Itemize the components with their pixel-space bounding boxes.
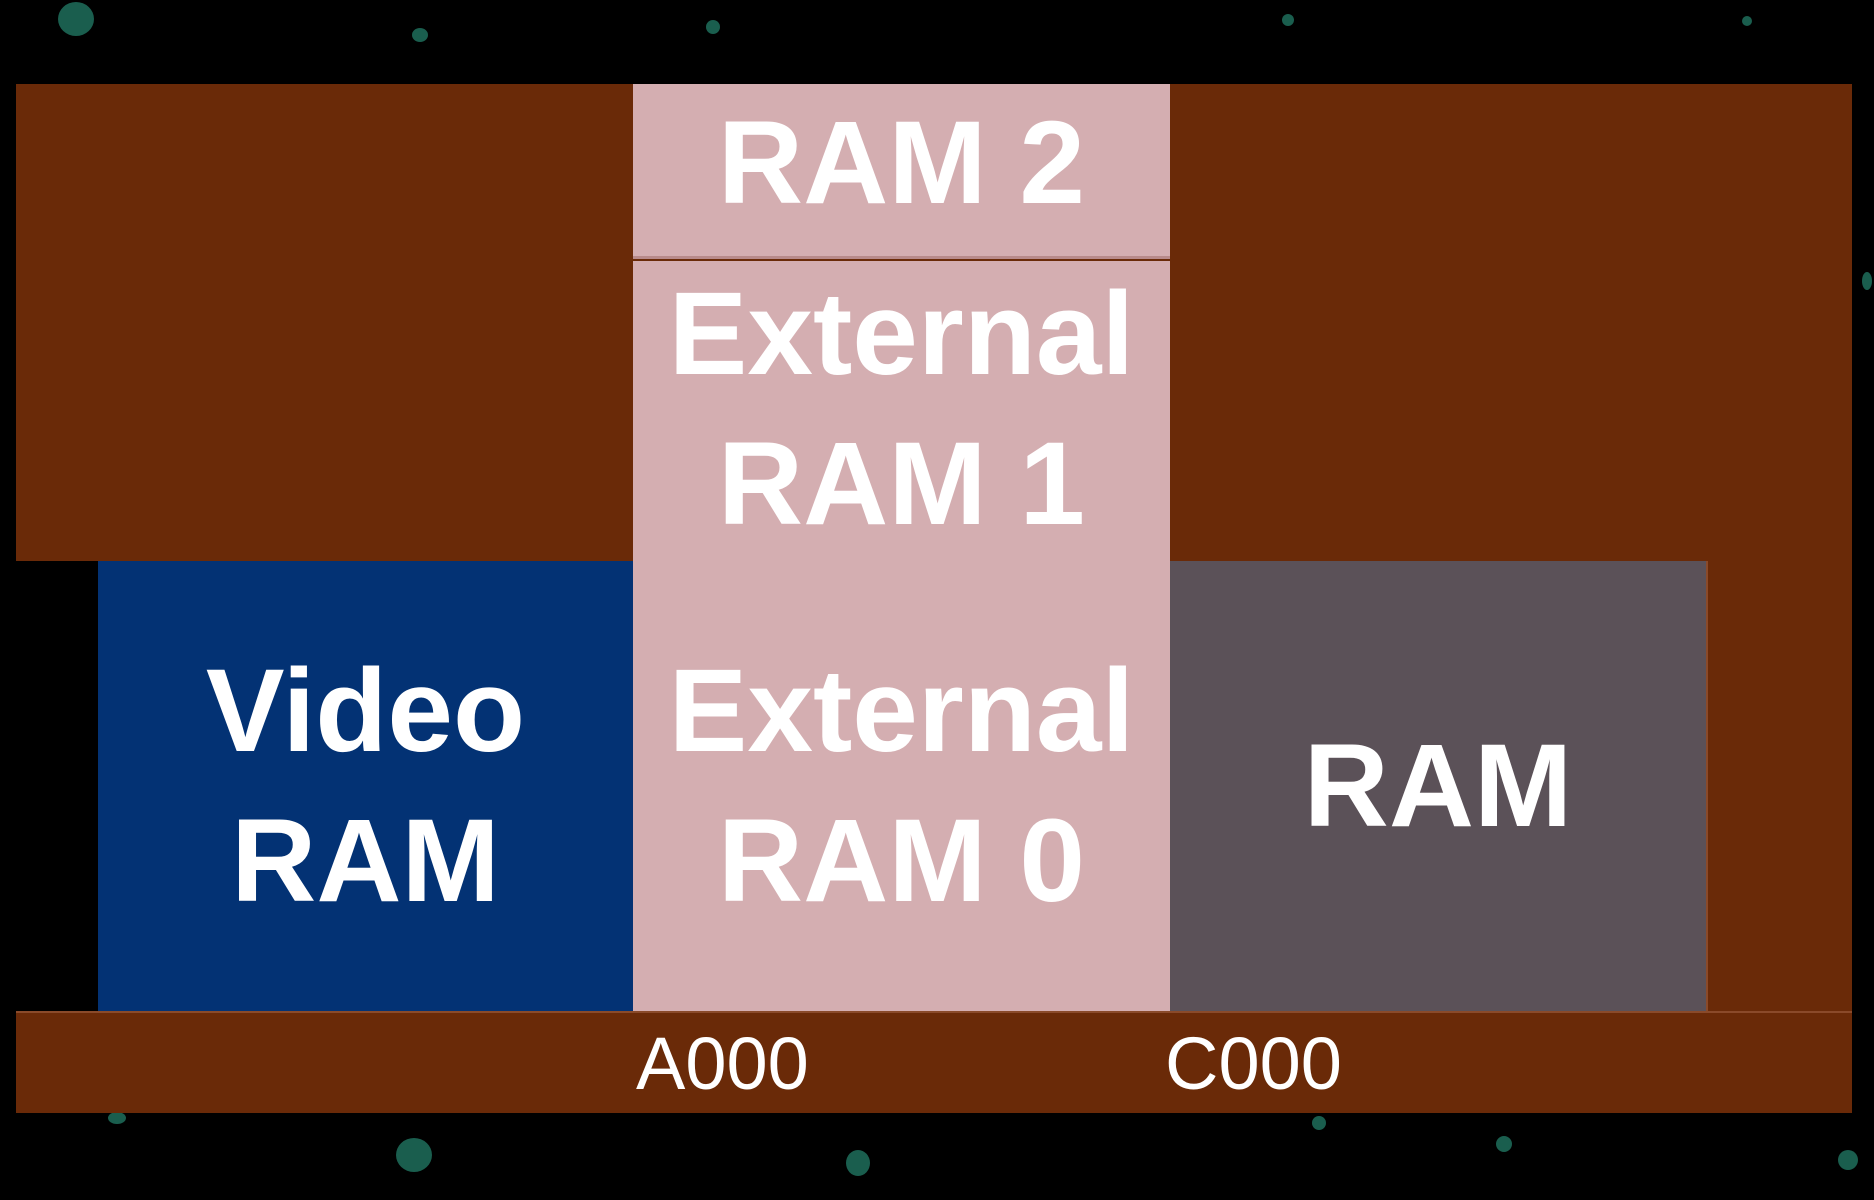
background-speckle bbox=[412, 28, 428, 42]
background-speckle bbox=[1838, 1150, 1858, 1170]
external-ram-0-block: External RAM 0 bbox=[633, 561, 1170, 1011]
background-speckle bbox=[846, 1150, 870, 1176]
memory-map-right-band bbox=[1706, 561, 1852, 1011]
background-speckle bbox=[1312, 1116, 1326, 1130]
background-speckle bbox=[1862, 272, 1872, 290]
video-ram-block: Video RAM bbox=[98, 561, 633, 1011]
background-speckle bbox=[706, 20, 720, 34]
background-speckle bbox=[108, 1112, 126, 1124]
background-speckle bbox=[58, 2, 94, 36]
background-speckle bbox=[1496, 1136, 1512, 1152]
video-ram-label: Video RAM bbox=[205, 645, 526, 927]
external-ram-2-block: External RAM 2 bbox=[633, 84, 1170, 259]
external-ram-2-label: External RAM 2 bbox=[717, 97, 1086, 229]
external-ram-1-block: External RAM 1 bbox=[633, 261, 1170, 561]
background-speckle bbox=[1282, 14, 1294, 26]
background-speckle bbox=[396, 1138, 432, 1172]
address-label-c000: C000 bbox=[1165, 1022, 1342, 1105]
external-ram-1-label: External RAM 1 bbox=[668, 268, 1135, 550]
address-bar bbox=[16, 1011, 1852, 1113]
background-speckle bbox=[1742, 16, 1752, 26]
ram-label: RAM bbox=[1303, 720, 1573, 852]
ram-block: RAM bbox=[1170, 561, 1706, 1011]
external-ram-0-label: External RAM 0 bbox=[668, 645, 1135, 927]
address-label-a000: A000 bbox=[636, 1022, 809, 1105]
